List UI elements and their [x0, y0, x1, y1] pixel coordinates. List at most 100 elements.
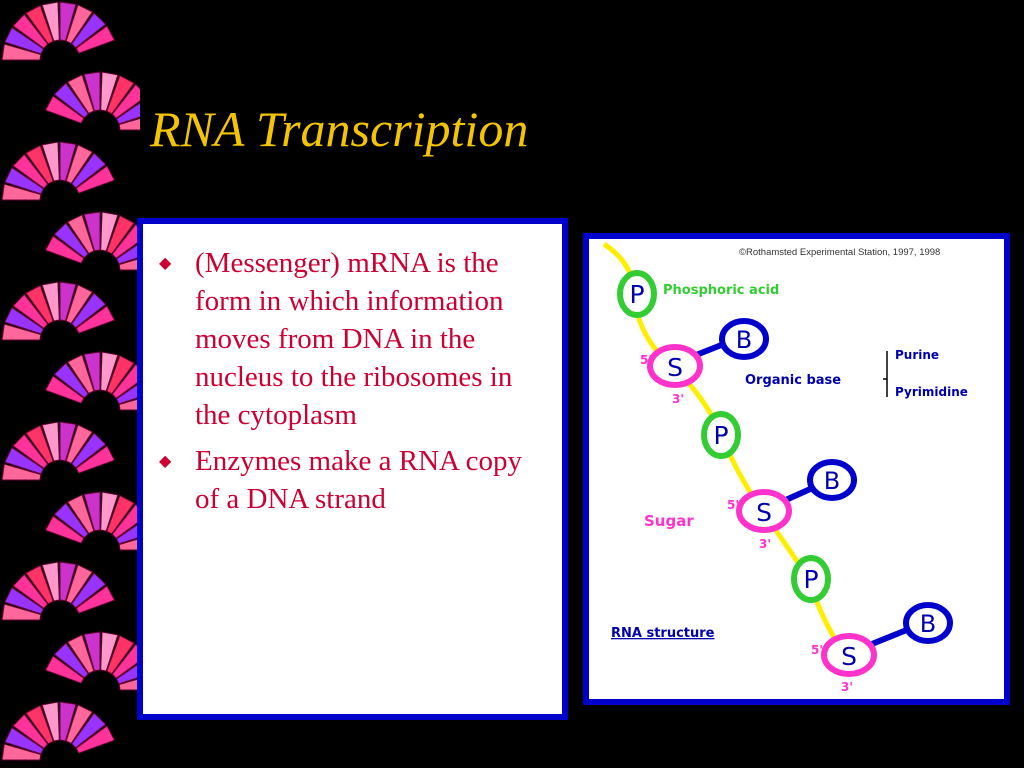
swirl-segment	[41, 281, 60, 322]
swirl-segment	[1, 603, 42, 621]
swirl-segment	[71, 712, 107, 749]
swirl-segment	[4, 306, 45, 335]
swirl-segment	[1, 323, 42, 341]
three-prime-label: 3'	[841, 680, 853, 694]
bracket	[883, 351, 888, 397]
swirl-segment	[118, 118, 140, 131]
swirl-segment	[25, 284, 54, 325]
bullet-text: Enzymes make a RNA copy of a DNA strand	[195, 445, 522, 515]
swirl-segment	[59, 281, 77, 322]
sugar-letter: S	[841, 642, 857, 671]
pyrimidine-label: Pyrimidine	[895, 385, 968, 399]
swirl-segment	[75, 165, 116, 194]
swirl-segment	[4, 166, 45, 195]
swirl-segment	[53, 222, 89, 259]
swirl-segment	[71, 432, 107, 469]
swirl-segment	[25, 4, 54, 45]
swirl-segment	[53, 82, 89, 119]
swirl-segment	[71, 572, 107, 609]
five-prime-label: 5'	[640, 353, 652, 367]
swirl-segment	[4, 586, 45, 615]
base-letter: B	[824, 467, 840, 495]
three-prime-label: 3'	[672, 392, 684, 406]
swirl-segment	[41, 1, 60, 42]
swirl-segment	[53, 502, 89, 539]
swirl-segment	[53, 642, 89, 679]
sugar-letter: S	[756, 498, 772, 527]
swirl-segment	[111, 503, 140, 539]
swirl-segment	[106, 214, 135, 255]
phosphate-circle	[617, 270, 657, 318]
swirl-segment	[12, 13, 49, 49]
swirl-segment	[53, 362, 89, 399]
phosphate-circle	[701, 411, 741, 459]
swirl-segment	[66, 354, 95, 395]
swirl-segment	[44, 655, 85, 684]
swirl-segment	[1, 463, 42, 481]
swirl-segment	[111, 83, 140, 119]
sugar-label: Sugar	[644, 512, 694, 530]
swirl-segment	[25, 424, 54, 465]
swirl-segment	[59, 701, 77, 742]
phosphate-label: P	[713, 421, 728, 450]
swirl-segment	[115, 102, 140, 125]
swirl-segment	[111, 223, 140, 259]
swirl-segment	[118, 678, 140, 691]
swirl-segment	[75, 305, 116, 334]
swirl-segment	[66, 634, 95, 675]
swirl-segment	[44, 235, 85, 264]
swirl-segment	[1, 743, 42, 761]
swirl-segment	[59, 421, 77, 462]
swirl-segment	[83, 211, 101, 252]
rna-structure-label: RNA structure	[611, 626, 715, 641]
five-prime-label: 5'	[811, 643, 823, 657]
purine-label: Purine	[895, 348, 939, 362]
swirl-segment	[100, 631, 119, 672]
swirl-segment	[59, 1, 77, 42]
slide-title: RNA Transcription	[150, 101, 529, 157]
swirl-segment	[12, 433, 49, 469]
rna-structure-figure: ©Rothamsted Experimental Station, 1997, …	[583, 233, 1010, 705]
swirl-segment	[41, 701, 60, 742]
diamond-bullet-icon: ◆	[159, 453, 172, 470]
base-circle	[719, 318, 769, 360]
swirl-segment	[65, 144, 94, 185]
five-prime-label: 5'	[727, 498, 739, 512]
swirl-segment	[44, 95, 85, 124]
bullet-item: ◆ (Messenger) mRNA is the form in which …	[157, 244, 552, 434]
base-bond	[865, 626, 911, 649]
decorative-swirl-border	[1, 1, 140, 761]
swirl-segment	[100, 211, 119, 252]
bullet-item: ◆ Enzymes make a RNA copy of a DNA stran…	[157, 442, 552, 518]
swirl-segment	[41, 421, 60, 462]
swirl-segment	[75, 25, 116, 54]
swirl-segment	[71, 292, 107, 329]
swirl-segment	[75, 445, 116, 474]
phosphate-label: P	[629, 280, 644, 309]
base-letter: B	[920, 610, 936, 638]
organic-base-label: Organic base	[745, 373, 841, 388]
swirl-segment	[71, 12, 107, 49]
swirl-segment	[66, 74, 95, 115]
swirl-segment	[12, 293, 49, 329]
swirl-segment	[118, 258, 140, 271]
swirl-segment	[25, 704, 54, 745]
swirl-segment	[106, 634, 135, 675]
phosphate-label: P	[803, 565, 818, 594]
swirl-segment	[41, 141, 60, 182]
phosphoric-acid-label: Phosphoric acid	[663, 283, 779, 298]
swirl-segment	[71, 152, 107, 189]
phosphate-circle	[791, 555, 831, 603]
rna-diagram: ©Rothamsted Experimental Station, 1997, …	[602, 241, 968, 694]
swirl-segment	[118, 398, 140, 411]
swirl-segment	[12, 573, 49, 609]
swirl-segment	[25, 144, 54, 185]
sugar-circle	[736, 489, 792, 533]
swirl-segment	[75, 725, 116, 754]
swirl-segment	[83, 631, 101, 672]
three-prime-label: 3'	[759, 537, 771, 551]
swirl-segment	[100, 71, 119, 112]
swirl-segment	[59, 141, 77, 182]
swirl-segment	[65, 424, 94, 465]
swirl-segment	[4, 26, 45, 55]
